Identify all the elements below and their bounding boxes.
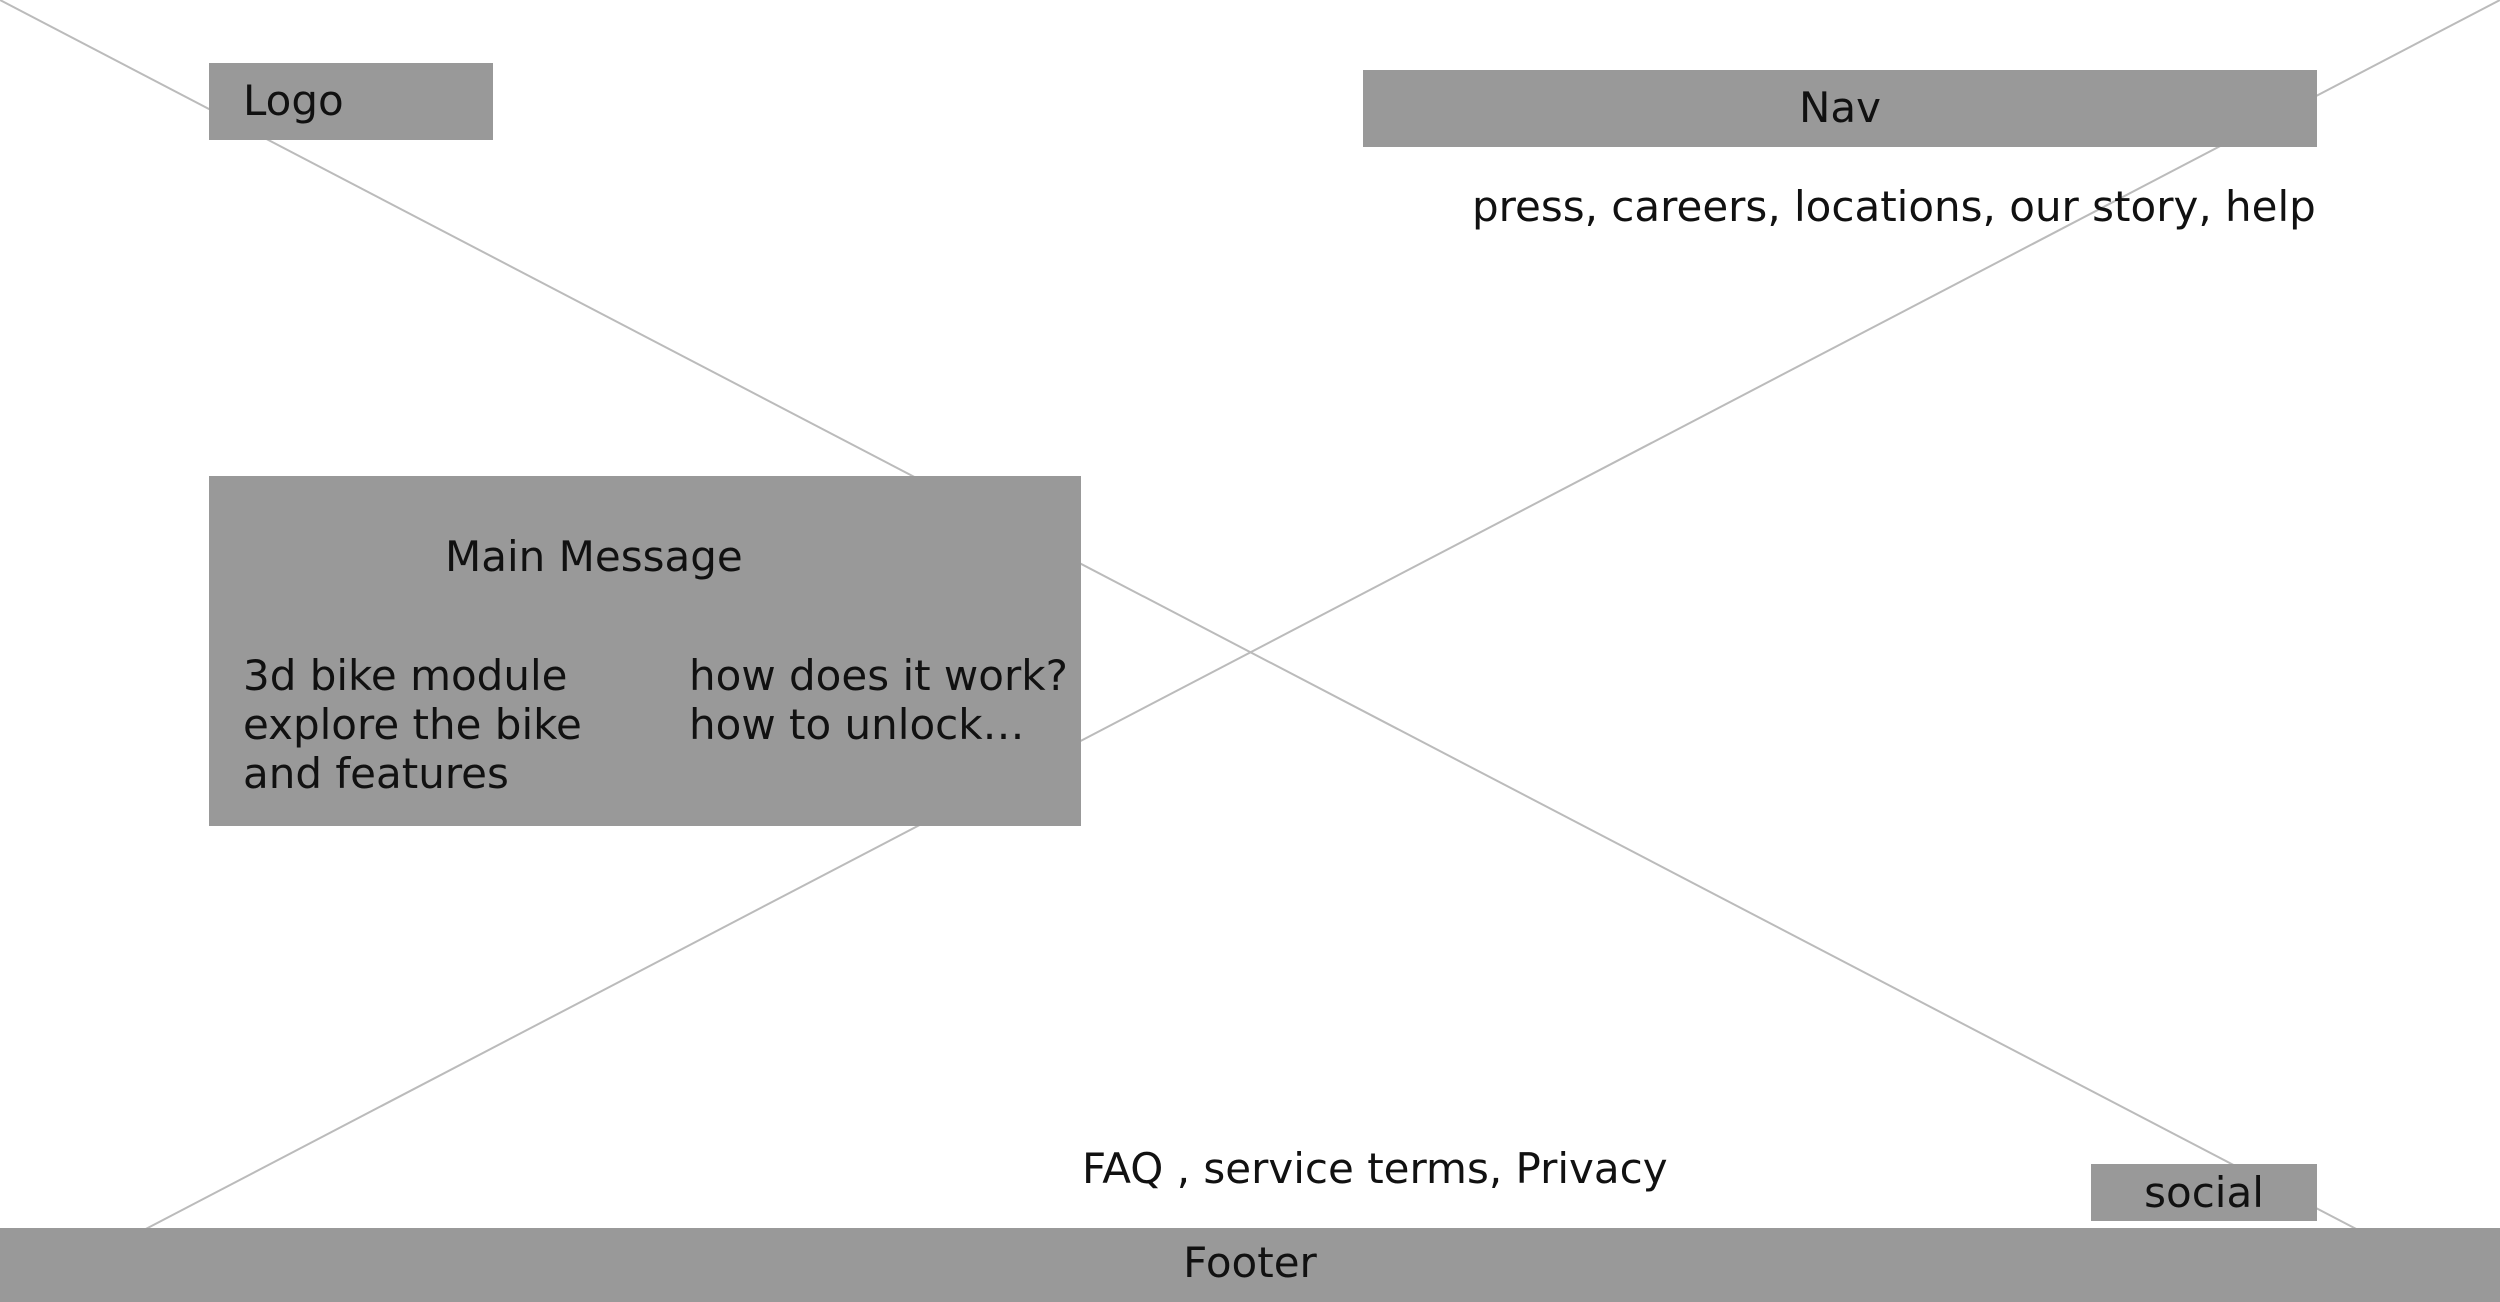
bike-module-note[interactable]: 3d bike module explore the bike and feat… [243, 651, 582, 798]
nav-links-note[interactable]: press, careers, locations, our story, he… [1472, 182, 2316, 231]
nav-label: Nav [1798, 83, 1881, 132]
logo-label: Logo [243, 76, 344, 125]
footer-label: Footer [1183, 1238, 1317, 1287]
logo-placeholder[interactable]: Logo [209, 63, 493, 140]
main-message-placeholder: Main Message 3d bike module explore the … [209, 476, 1081, 826]
footer-links-note[interactable]: FAQ , service terms, Privacy [1082, 1144, 1668, 1193]
footer-placeholder: Footer [0, 1228, 2500, 1302]
how-it-works-line: how to unlock… [689, 700, 1025, 749]
bike-module-line: 3d bike module [243, 651, 568, 700]
main-message-title: Main Message [445, 532, 743, 581]
nav-bar-placeholder[interactable]: Nav [1363, 70, 2317, 147]
social-placeholder[interactable]: social [2091, 1164, 2317, 1221]
how-it-works-note[interactable]: how does it work? how to unlock… [689, 651, 1068, 749]
bike-module-line: explore the bike [243, 700, 582, 749]
bike-module-line: and features [243, 749, 509, 798]
social-label: social [2144, 1168, 2264, 1217]
how-it-works-line: how does it work? [689, 651, 1068, 700]
